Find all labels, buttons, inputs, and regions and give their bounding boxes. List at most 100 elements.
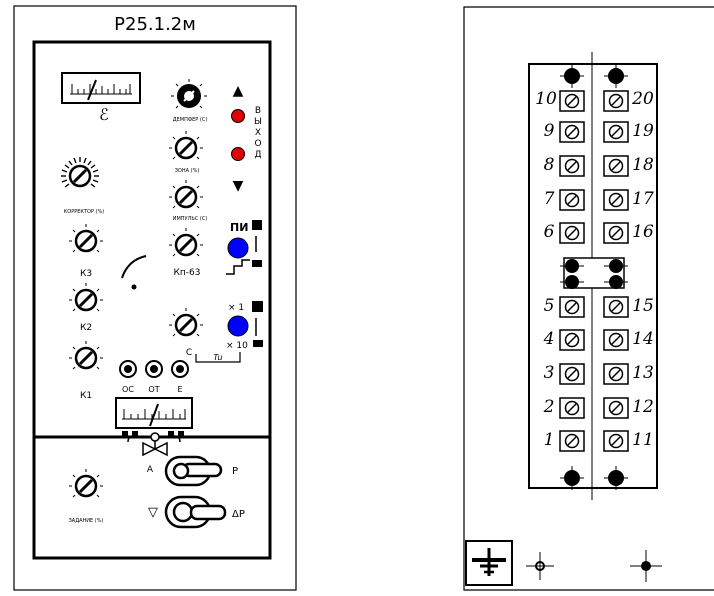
terminal-number-5: 5 <box>544 296 555 316</box>
output-label: В Ы Х О Д <box>254 106 262 160</box>
terminal-5[interactable] <box>559 296 585 318</box>
terminal-9[interactable] <box>559 121 585 143</box>
svg-text:О: О <box>254 139 261 149</box>
x1-indicator <box>252 301 263 312</box>
kn63-label: Кп-63 <box>174 268 201 278</box>
auto-manual-toggle[interactable] <box>164 455 223 487</box>
terminal-number-8: 8 <box>544 155 555 175</box>
terminal-3[interactable] <box>559 363 585 385</box>
terminal-number-17: 17 <box>632 189 654 209</box>
zadanie-knob[interactable] <box>69 469 103 498</box>
right-panel: 10 9 8 7 6 5 4 3 2 1 20 19 18 17 16 15 1… <box>463 6 714 591</box>
valve-icon <box>142 432 168 457</box>
pi-label: ПИ <box>230 221 248 234</box>
mount-screw-bottom-right <box>604 466 628 490</box>
p-label: Р <box>232 466 238 477</box>
mount-screw-mid-right-2 <box>604 275 628 289</box>
jack-e[interactable] <box>171 360 189 378</box>
mount-screw-mid-right-1 <box>604 259 628 273</box>
k1-label: К1 <box>80 391 92 401</box>
terminal-number-6: 6 <box>544 222 555 242</box>
kn63-knob[interactable] <box>169 228 203 257</box>
x1-label: × 1 <box>228 303 244 313</box>
svg-text:Х: Х <box>255 128 261 138</box>
delta-p-toggle[interactable] <box>164 495 227 529</box>
deviation-meter <box>61 72 141 104</box>
dempfer-knob[interactable] <box>171 79 207 109</box>
terminal-10[interactable] <box>559 90 585 112</box>
terminal-number-15: 15 <box>632 296 654 316</box>
jack-os-label: ОС <box>122 385 134 394</box>
pi-mode-button[interactable] <box>227 237 249 259</box>
terminal-19[interactable] <box>603 121 629 143</box>
terminal-2[interactable] <box>559 397 585 419</box>
korrektor-knob[interactable] <box>61 157 99 188</box>
terminal-number-7: 7 <box>544 189 555 209</box>
terminal-15[interactable] <box>603 296 629 318</box>
terminal-number-1: 1 <box>544 430 555 450</box>
output-down-lamp <box>231 147 245 161</box>
mounting-hole-left <box>526 552 554 580</box>
output-up-lamp <box>231 109 245 123</box>
zadanie-label: ЗАДАНИЕ (%) <box>69 518 104 524</box>
tu-bracket <box>195 352 241 363</box>
svg-text:В: В <box>255 106 261 116</box>
terminal-4[interactable] <box>559 329 585 351</box>
c-knob[interactable] <box>169 308 203 337</box>
jack-e-label: Е <box>177 385 182 394</box>
model-title: Р25.1.2м <box>114 14 196 35</box>
impuls-label: ИМПУЛЬС (С) <box>173 216 208 222</box>
terminal-number-19: 19 <box>632 121 654 141</box>
pointer-dot <box>131 284 137 290</box>
terminal-number-12: 12 <box>632 397 654 417</box>
impuls-knob[interactable] <box>169 180 203 209</box>
terminal-14[interactable] <box>603 329 629 351</box>
zona-knob[interactable] <box>169 131 203 160</box>
left-panel: Р25.1.2м ℰ <box>13 5 297 591</box>
terminal-12[interactable] <box>603 397 629 419</box>
jack-ot[interactable] <box>145 360 163 378</box>
mounting-hole-right <box>630 550 662 582</box>
terminal-6[interactable] <box>559 222 585 244</box>
terminal-number-11: 11 <box>632 430 654 450</box>
terminal-number-9: 9 <box>544 121 555 141</box>
ground-icon <box>465 540 513 586</box>
k3-label: К3 <box>80 269 92 279</box>
setpoint-meter <box>115 397 193 443</box>
terminal-20[interactable] <box>603 90 629 112</box>
epsilon-label: ℰ <box>99 105 109 124</box>
terminal-number-10: 10 <box>535 89 557 109</box>
range-button[interactable] <box>227 315 249 337</box>
terminal-number-13: 13 <box>632 363 654 383</box>
terminal-7[interactable] <box>559 189 585 211</box>
terminal-13[interactable] <box>603 363 629 385</box>
x10-indicator <box>253 340 263 347</box>
k3-knob[interactable] <box>69 224 103 253</box>
terminal-18[interactable] <box>603 155 629 177</box>
terminal-number-4: 4 <box>543 329 555 349</box>
step-indicator <box>252 260 262 267</box>
terminal-number-2: 2 <box>543 397 555 417</box>
jack-os[interactable] <box>119 360 137 378</box>
delta-p-label: ΔР <box>232 509 245 520</box>
mount-screw-bottom-left <box>560 466 584 490</box>
mount-screw-mid-left-1 <box>560 259 584 273</box>
terminal-16[interactable] <box>603 222 629 244</box>
step-response-icon <box>226 259 250 275</box>
k2-label: К2 <box>80 323 92 333</box>
terminal-1[interactable] <box>559 430 585 452</box>
c-label: C <box>186 348 192 358</box>
svg-text:Ы: Ы <box>254 117 262 127</box>
zona-label: ЗОНА (%) <box>175 168 200 174</box>
front-panel <box>32 40 272 560</box>
svg-text:Д: Д <box>254 150 261 160</box>
terminal-17[interactable] <box>603 189 629 211</box>
mount-screw-top-right <box>604 64 628 88</box>
k1-knob[interactable] <box>69 341 103 370</box>
down-arrow-icon: ▼ <box>233 178 244 194</box>
k2-knob[interactable] <box>69 283 103 312</box>
tu-label: Tu <box>213 353 222 362</box>
terminal-8[interactable] <box>559 155 585 177</box>
terminal-11[interactable] <box>603 430 629 452</box>
